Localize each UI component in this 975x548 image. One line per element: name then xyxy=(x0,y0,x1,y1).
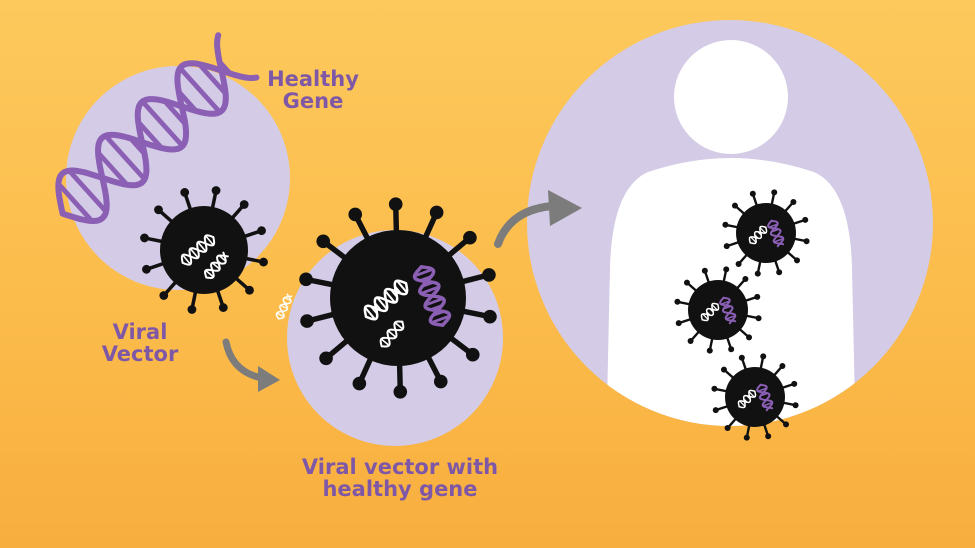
dna-strands xyxy=(748,225,768,245)
patient-head xyxy=(674,40,788,154)
healthy-gene-label: Healthy Gene xyxy=(267,67,359,114)
virus-icon xyxy=(674,266,762,354)
virus-icon xyxy=(299,197,497,399)
dna-strands xyxy=(700,302,720,322)
dna-strands xyxy=(275,293,293,320)
dna-strands xyxy=(363,279,409,321)
curved-arrow-icon xyxy=(222,338,280,392)
dna-strands xyxy=(412,265,452,327)
virus-icon xyxy=(711,353,799,441)
dna-strands xyxy=(379,320,405,348)
dna-strands xyxy=(737,389,757,409)
dna-helix-icon xyxy=(55,32,260,225)
dna-strands xyxy=(180,234,216,266)
dna-fragment-icon xyxy=(275,293,293,320)
dna-strands xyxy=(719,296,737,325)
dna-strands xyxy=(204,251,229,280)
virus-icon xyxy=(722,189,810,277)
curved-arrow-icon xyxy=(494,190,582,248)
combined-vector-label: Viral vector with healthy gene xyxy=(301,455,499,502)
dna-strands xyxy=(55,32,260,225)
dna-strands xyxy=(756,383,774,412)
virus-icon xyxy=(140,186,268,314)
dna-strands xyxy=(767,219,785,248)
viral-vector-label: Viral Vector xyxy=(101,320,179,367)
